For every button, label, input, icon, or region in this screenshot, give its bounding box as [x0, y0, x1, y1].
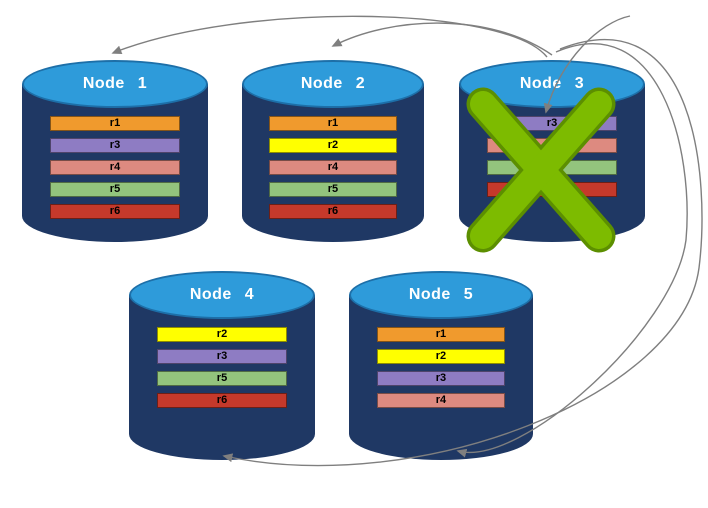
replica-bar-r6: r6 — [49, 204, 181, 219]
arrow-to-node1-icon — [111, 15, 548, 58]
replica-bar-r1: r1 — [376, 327, 506, 342]
replica-list: r1 r3 r4 r5 r6 — [22, 116, 208, 219]
replica-bar-r2: r2 — [156, 327, 288, 342]
replica-bar-r4: r4 — [49, 160, 181, 175]
db-node5: Node 5 r1 r2 r3 r4 — [349, 271, 533, 460]
replica-list: r2 r3 r5 r6 — [129, 327, 315, 408]
node-label: Node 1 — [82, 75, 148, 92]
replica-bar-r2: r2 — [376, 349, 506, 364]
replica-bar-r4: r4 — [376, 393, 506, 408]
node-label: Node 4 — [189, 286, 255, 303]
replica-bar-r3: r3 — [49, 138, 181, 153]
node-label: Node 3 — [519, 75, 585, 92]
cylinder-top: Node 4 — [129, 271, 315, 319]
replica-bar-r6: r6 — [156, 393, 288, 408]
replica-bar-r5: r5 — [156, 371, 288, 386]
db-node1: Node 1 r1 r3 r4 r5 r6 — [22, 60, 208, 242]
replica-bar-r1: r1 — [49, 116, 181, 131]
db-node2: Node 2 r1 r2 r4 r5 r6 — [242, 60, 424, 242]
replica-bar-r5: r5 — [49, 182, 181, 197]
replica-list: r1 r2 r4 r5 r6 — [242, 116, 424, 219]
cylinder-top: Node 1 — [22, 60, 208, 108]
replica-bar-r3: r3 — [156, 349, 288, 364]
node-label: Node 2 — [300, 75, 366, 92]
replica-bar-r3: r3 — [376, 371, 506, 386]
replica-bar-r6: r6 — [269, 204, 397, 219]
replica-list: r1 r2 r3 r4 — [349, 327, 533, 408]
replica-bar-r5: r5 — [269, 182, 397, 197]
replica-bar-r4: r4 — [269, 160, 397, 175]
replica-bar-r1: r1 — [269, 116, 397, 131]
cylinder-top: Node 5 — [349, 271, 533, 319]
arrow-to-node2-icon — [331, 22, 553, 56]
failure-x-icon — [466, 87, 616, 253]
cylinder-top: Node 2 — [242, 60, 424, 108]
replica-bar-r2: r2 — [269, 138, 397, 153]
db-node4: Node 4 r2 r3 r5 r6 — [129, 271, 315, 460]
node-label: Node 5 — [408, 286, 474, 303]
